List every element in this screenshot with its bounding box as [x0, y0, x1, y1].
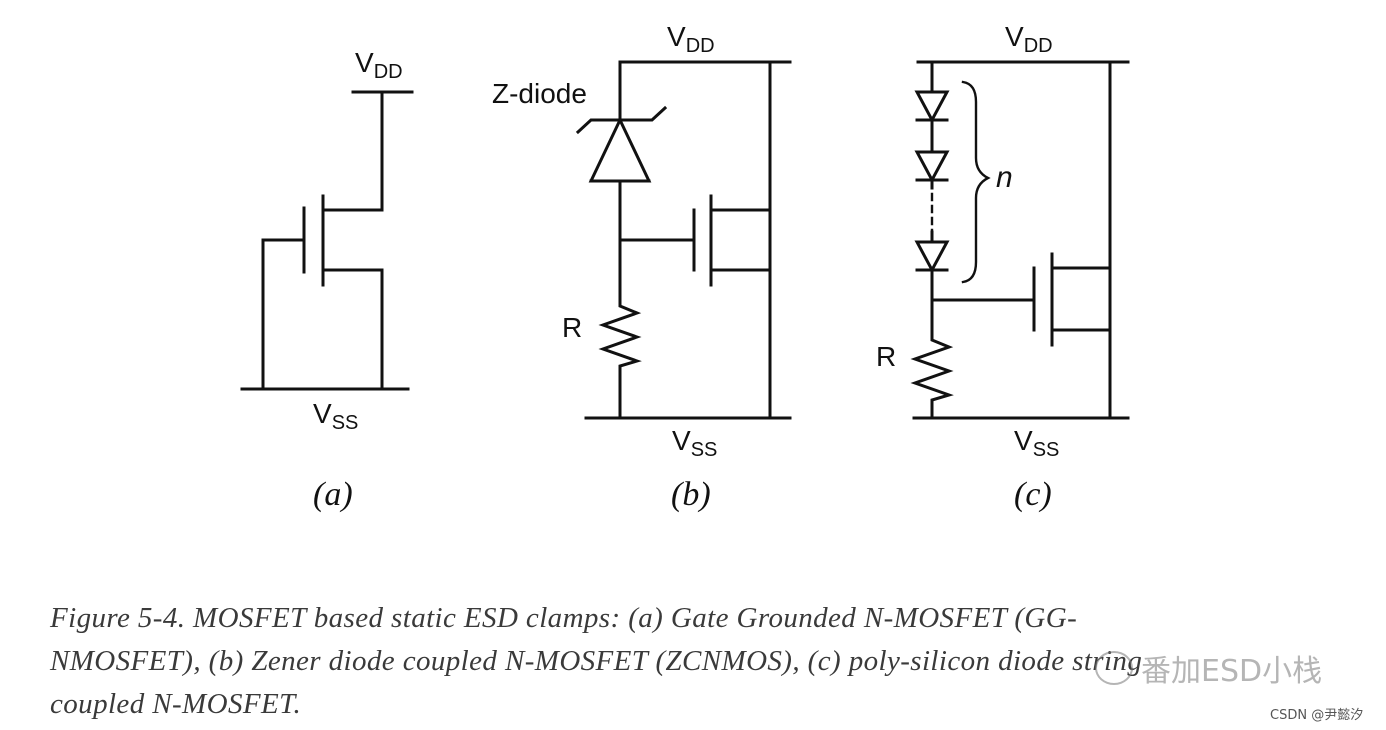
vdd-label-a: VDD — [355, 47, 403, 83]
vss-label-c: VSS — [1014, 425, 1059, 461]
n-label: n — [996, 161, 1013, 194]
caption-line-3: coupled N-MOSFET. — [50, 688, 302, 720]
csdn-credit: CSDN @尹懿汐 — [1270, 708, 1364, 723]
panel-label-b: (b) — [671, 476, 711, 513]
panel-label-a: (a) — [313, 476, 353, 513]
circuit-b: VDD Z-diode R VSS (b) — [492, 21, 792, 513]
diode-2 — [914, 150, 950, 184]
caption-line-1: Figure 5-4. MOSFET based static ESD clam… — [50, 602, 1078, 634]
zener-diode-triangle — [588, 116, 652, 183]
watermark-text: 番加ESD小栈 — [1141, 654, 1323, 689]
diode-3 — [914, 240, 950, 274]
wechat-icon — [1095, 651, 1133, 685]
diode-1 — [914, 90, 950, 124]
resistor-c — [910, 334, 954, 420]
caption-line-2: NMOSFET), (b) Zener diode coupled N-MOSF… — [50, 645, 1143, 677]
circuit-a: VDD VSS (a) — [240, 47, 414, 513]
r-label-b: R — [562, 312, 582, 343]
vdd-label-b: VDD — [667, 21, 715, 57]
esd-clamp-diagram: VDD VSS (a) VDD Z-diode R VSS (b) — [240, 21, 1130, 513]
vss-label-a: VSS — [313, 398, 358, 434]
figure-caption: Figure 5-4. MOSFET based static ESD clam… — [50, 597, 1350, 726]
vdd-label-c: VDD — [1005, 21, 1053, 57]
zdiode-label: Z-diode — [492, 78, 587, 109]
resistor-b — [598, 298, 642, 420]
r-label-c: R — [876, 341, 896, 372]
brace — [961, 80, 991, 284]
panel-label-c: (c) — [1014, 476, 1052, 513]
watermark: 番加ESD小栈 — [1095, 646, 1322, 690]
vss-label-b: VSS — [672, 425, 717, 461]
circuit-c: VDD n R VSS (c) — [876, 21, 1130, 513]
